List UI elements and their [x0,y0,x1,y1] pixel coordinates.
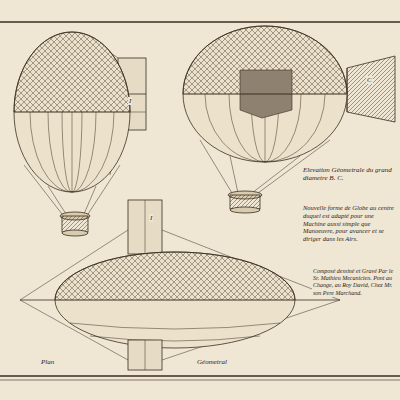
part-letter: C [366,76,373,84]
plan-caption: Géometral [196,358,228,366]
part-letter: I [149,214,153,222]
elevation-title: Elevation Géometrale du grand diametre B… [302,166,396,183]
part-letter: I [128,97,132,105]
engraver-credit: Composé dessiné et Gravé Par le Sr. Math… [312,268,397,297]
plan-caption: Plan [40,358,55,366]
plate-title: Nouvelle forme de Globe au centre duquel… [302,204,397,243]
